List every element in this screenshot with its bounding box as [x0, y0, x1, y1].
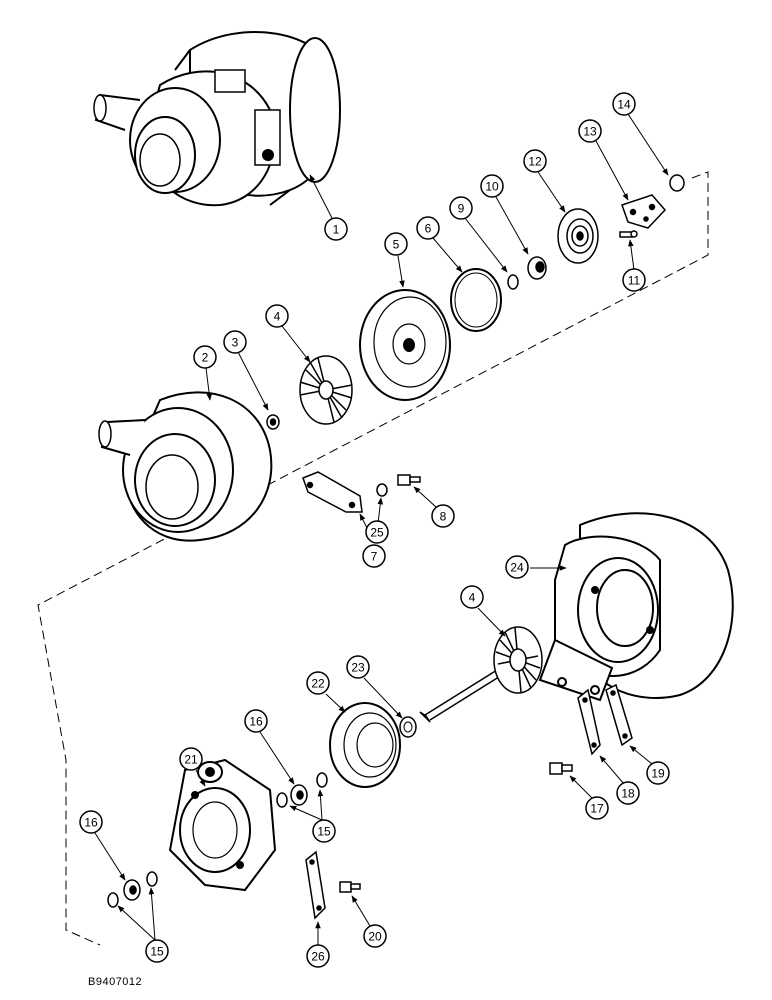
svg-text:22: 22 — [311, 677, 325, 691]
svg-text:17: 17 — [590, 802, 604, 816]
lock-plate-18 — [577, 688, 601, 756]
seal-ring — [450, 268, 502, 332]
callout-11: 11 — [622, 268, 646, 292]
svg-text:2: 2 — [202, 351, 209, 365]
plate-13 — [621, 194, 667, 229]
ring-9 — [507, 274, 519, 290]
figure-code: B9407012 — [88, 976, 143, 988]
callout-16-middle: 16 — [244, 709, 268, 733]
callout-20: 20 — [363, 924, 387, 948]
callout-19: 19 — [646, 761, 670, 785]
callout-22: 22 — [306, 671, 330, 695]
svg-text:15: 15 — [317, 825, 331, 839]
svg-text:18: 18 — [621, 787, 635, 801]
nut-3 — [266, 414, 280, 430]
svg-text:3: 3 — [232, 336, 239, 350]
callout-24: 24 — [505, 555, 529, 579]
callout-1: 1 — [324, 217, 348, 241]
turbine-wheel-shaft — [419, 626, 543, 723]
svg-text:11: 11 — [628, 274, 641, 288]
screw-11 — [619, 230, 638, 238]
callout-17: 17 — [585, 796, 609, 820]
svg-text:23: 23 — [351, 661, 365, 675]
svg-text:14: 14 — [617, 98, 631, 112]
callout-16-lower: 16 — [79, 810, 103, 834]
svg-text:10: 10 — [485, 180, 499, 194]
turbine-housing — [538, 512, 734, 702]
callout-26: 26 — [306, 944, 330, 968]
callout-13: 13 — [578, 119, 602, 143]
callout-10: 10 — [480, 174, 504, 198]
bolt-17 — [549, 762, 573, 775]
thrust-bearing — [557, 208, 599, 264]
callout-8: 8 — [431, 504, 455, 528]
nut-14 — [669, 174, 685, 192]
callout-21: 21 — [179, 747, 203, 771]
bearing-set-middle — [276, 772, 328, 808]
svg-text:19: 19 — [651, 767, 665, 781]
callout-15-middle: 15 — [312, 819, 336, 843]
sleeve-10 — [527, 256, 547, 280]
callout-12: 12 — [523, 149, 547, 173]
svg-text:26: 26 — [311, 950, 325, 964]
callout-3: 3 — [223, 330, 247, 354]
callout-6: 6 — [416, 216, 440, 240]
svg-text:16: 16 — [249, 715, 263, 729]
svg-text:6: 6 — [425, 222, 432, 236]
callout-15-lower: 15 — [145, 939, 169, 963]
svg-text:7: 7 — [371, 550, 378, 564]
callout-9: 9 — [449, 196, 473, 220]
svg-text:1: 1 — [333, 223, 340, 237]
callout-4-turbine-wheel: 4 — [460, 585, 484, 609]
ring-23 — [399, 716, 417, 738]
svg-text:15: 15 — [150, 945, 164, 959]
svg-text:21: 21 — [184, 753, 198, 767]
callout-4-compressor-wheel: 4 — [265, 304, 289, 328]
heat-shield — [329, 702, 401, 788]
svg-text:4: 4 — [469, 591, 476, 605]
svg-text:12: 12 — [528, 155, 542, 169]
svg-text:20: 20 — [368, 930, 382, 944]
callout-14: 14 — [612, 92, 636, 116]
svg-text:24: 24 — [510, 561, 524, 575]
callout-23: 23 — [346, 655, 370, 679]
callout-18: 18 — [616, 781, 640, 805]
compressor-wheel — [299, 355, 353, 425]
lock-plate-19 — [605, 683, 633, 747]
svg-text:8: 8 — [440, 510, 447, 524]
compressor-housing — [98, 391, 273, 542]
svg-text:16: 16 — [84, 816, 98, 830]
washer-25 — [376, 483, 388, 497]
svg-text:13: 13 — [583, 125, 597, 139]
turbocharger-assembly — [93, 31, 341, 207]
bolt-8 — [397, 474, 421, 486]
callout-25: 25 — [365, 520, 389, 544]
svg-text:25: 25 — [370, 526, 384, 540]
bolt-20 — [339, 881, 361, 893]
callout-7: 7 — [362, 544, 386, 568]
assembly-dashed-line — [37, 171, 709, 946]
bearing-set-lower — [107, 871, 158, 908]
svg-text:4: 4 — [274, 310, 281, 324]
callout-2: 2 — [193, 345, 217, 369]
svg-text:9: 9 — [458, 202, 465, 216]
callout-5: 5 — [384, 232, 408, 256]
backplate — [359, 289, 451, 401]
lock-plate-26 — [305, 850, 326, 920]
lock-plate-7 — [302, 471, 363, 513]
center-housing — [168, 758, 277, 892]
leader-lines — [94, 113, 669, 945]
svg-text:5: 5 — [393, 238, 400, 252]
